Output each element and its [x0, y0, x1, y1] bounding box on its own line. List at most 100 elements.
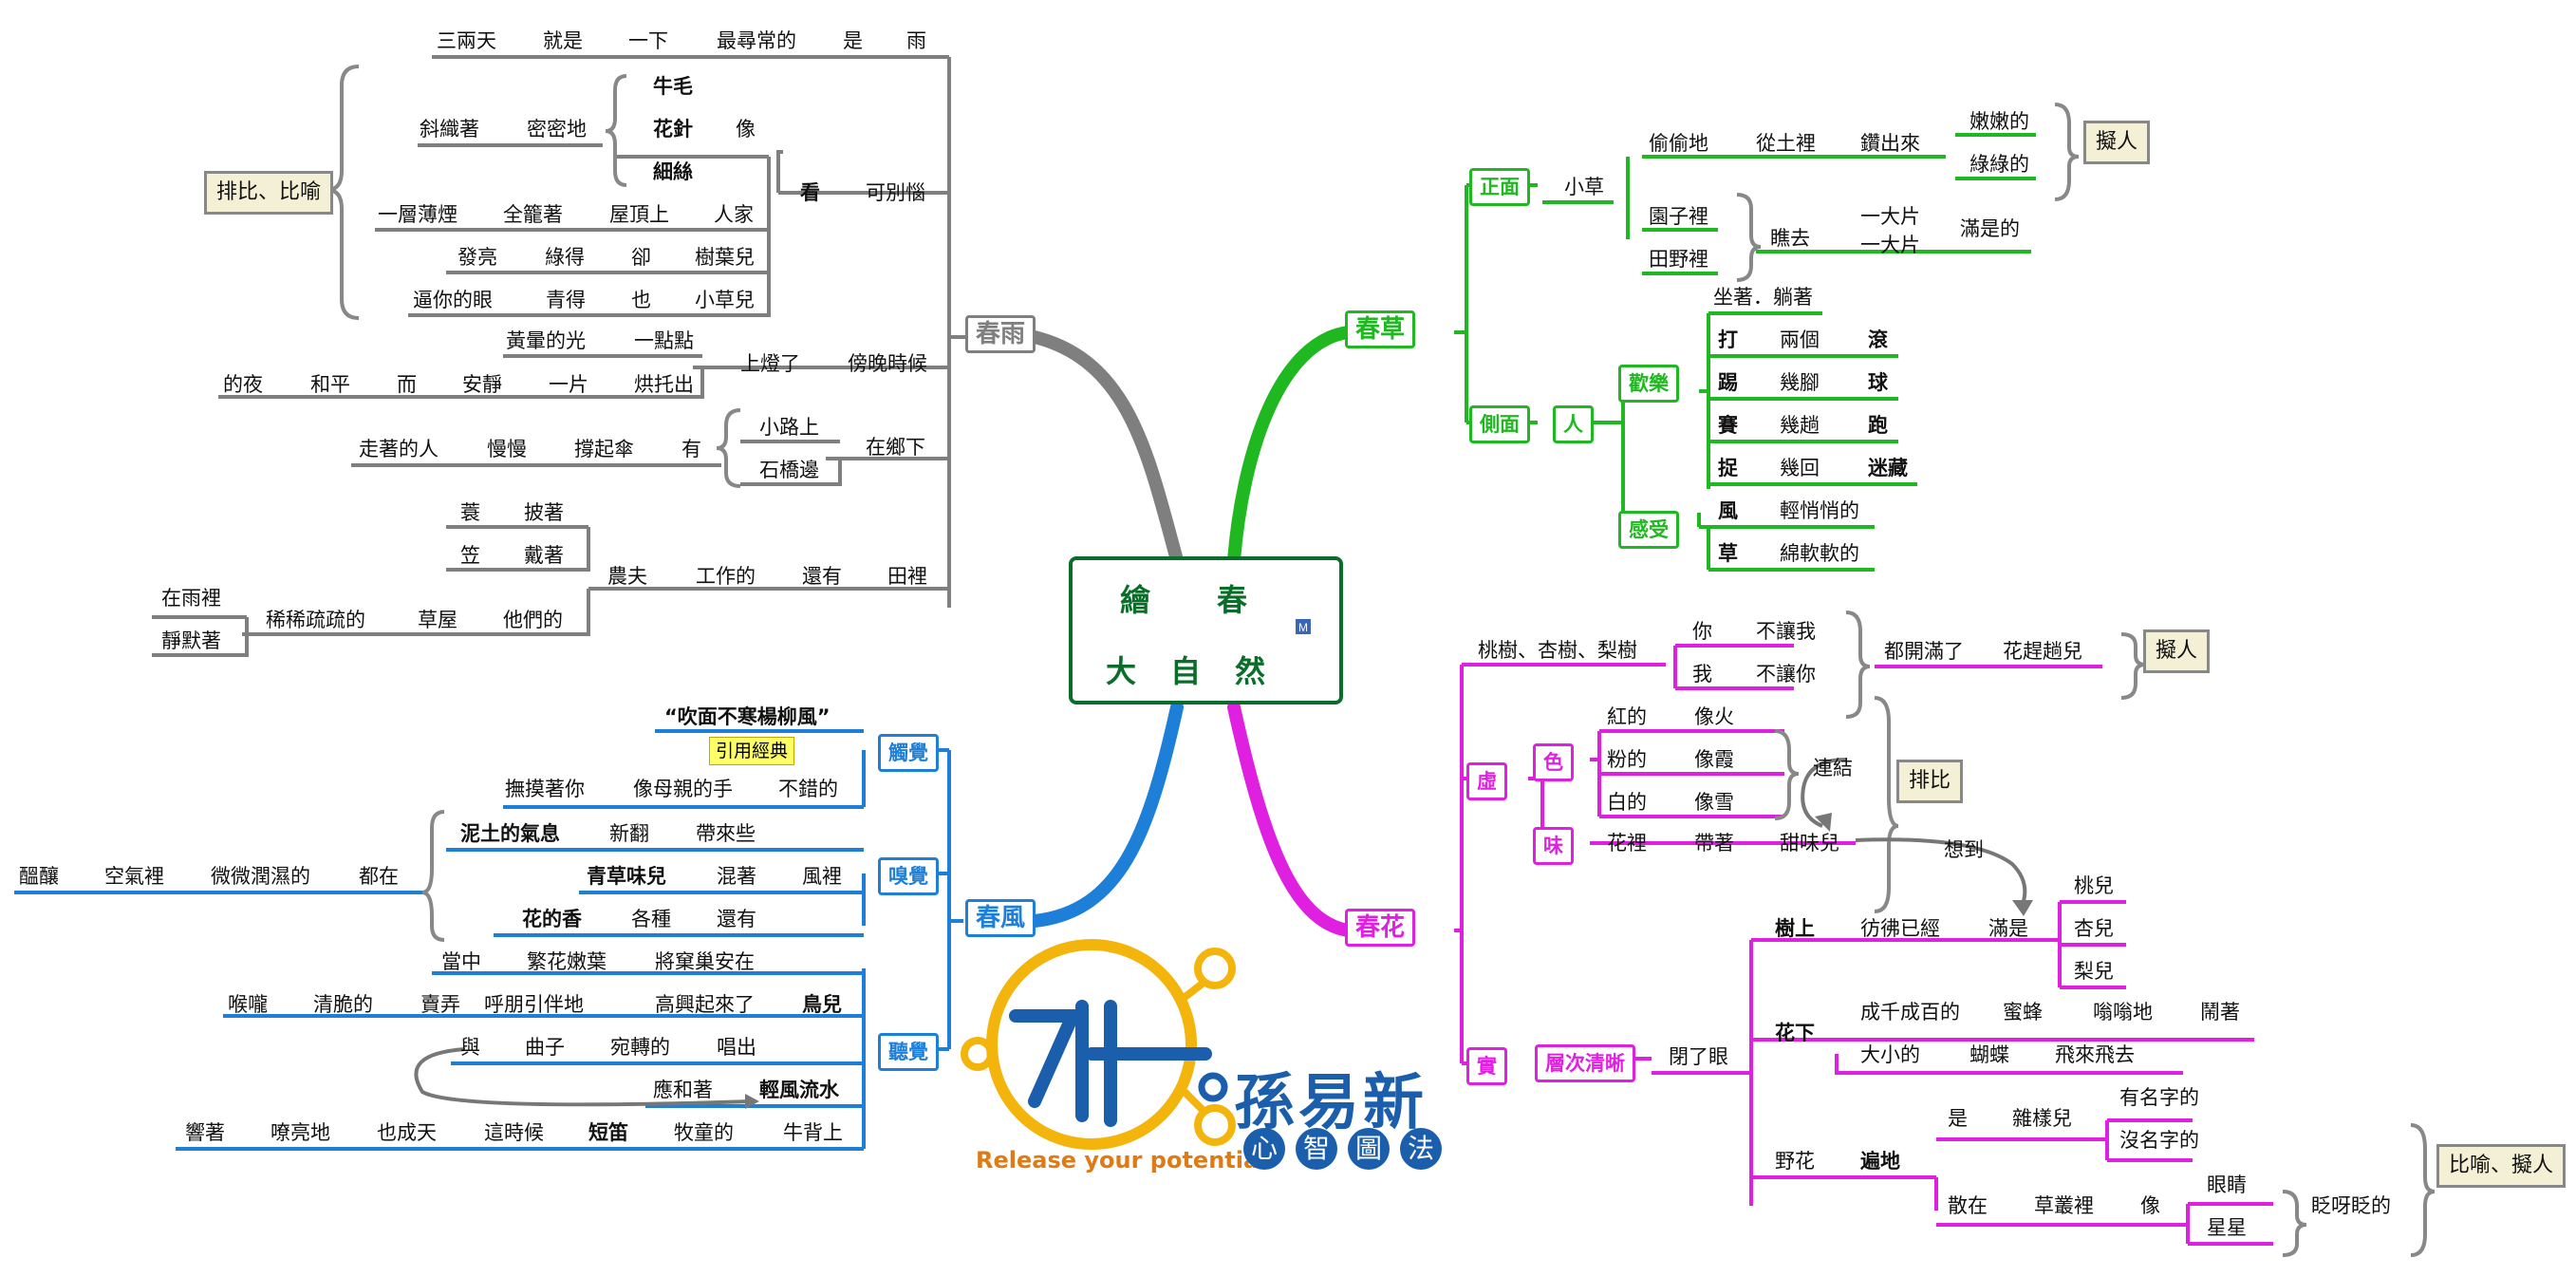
flower-color: 紅的 [1607, 705, 1647, 728]
flower-node: 沒名字的 [2119, 1129, 2199, 1152]
rain-node: 的夜 [223, 373, 263, 396]
rain-node: 田裡 [887, 565, 927, 588]
central-m-icon [1296, 619, 1311, 634]
wind-node: 各種 [631, 908, 671, 930]
central-box [1069, 556, 1343, 704]
grass-act: 球 [1868, 371, 1888, 394]
svg-text:M: M [1298, 621, 1308, 634]
logo-name: 孫易新 [1234, 1068, 1428, 1138]
grass-node: 草 [1718, 542, 1738, 565]
flower-node: 杏兒 [2074, 917, 2114, 940]
wind-node: 混著 [717, 865, 756, 888]
grass-act: 捉 [1718, 457, 1738, 479]
wind-node: 賣弄 [420, 993, 460, 1016]
flower-node: 花趕趟兒 [2003, 640, 2082, 663]
wind-node: 泥土的氣息 [460, 822, 560, 845]
branch-grass[interactable]: 春草 [1345, 310, 1416, 348]
wind-node: 嘹亮地 [271, 1121, 330, 1144]
branch-rain[interactable]: 春雨 [965, 315, 1036, 353]
rain-node: 一點點 [634, 329, 694, 352]
flower-node: 雜樣兒 [2012, 1107, 2072, 1130]
logo-char: 心 [1243, 1128, 1285, 1170]
wind-hear: 聽覺 [878, 1033, 939, 1071]
rain-node: 斜織著 [420, 118, 479, 141]
note-metaphor-personify: 比喻、擬人 [2436, 1144, 2567, 1188]
wind-node: 醞釀 [19, 865, 59, 888]
wind-node: 像母親的手 [633, 778, 733, 800]
flower-color: 像雪 [1694, 791, 1734, 814]
rain-node: 逼你的眼 [413, 289, 493, 311]
branch-wind[interactable]: 春風 [965, 899, 1036, 937]
rain-node: 樹葉兒 [695, 246, 755, 269]
connector-arrow-link [1801, 758, 1847, 828]
flower-node: 都開滿了 [1884, 640, 1964, 663]
flower-node: 花裡 [1607, 832, 1647, 854]
flower-node: 滿是 [1988, 917, 2028, 940]
grass-feel: 感受 [1618, 511, 1679, 549]
flower-node: 我 [1692, 663, 1712, 685]
rain-node: 在雨裡 [161, 587, 221, 610]
grass-node: 坐著．躺著 [1713, 286, 1813, 309]
rain-node: 最尋常的 [717, 29, 796, 52]
rain-node: 就是 [543, 29, 583, 52]
rain-node: 黃暈的光 [506, 329, 586, 352]
wind-node: 不錯的 [778, 778, 838, 800]
rain-node: 和平 [310, 373, 350, 396]
rain-node: 牛毛 [653, 75, 693, 98]
wind-node: 撫摸著你 [505, 778, 585, 800]
rain-node: 細絲 [653, 160, 693, 183]
flower-shi: 實 [1466, 1047, 1507, 1085]
flower-color: 白的 [1607, 791, 1647, 814]
wind-node: 應和著 [653, 1079, 713, 1101]
rain-node: 看 [800, 181, 820, 204]
grass-node: 一大片 [1860, 234, 1920, 256]
branch-flower[interactable]: 春花 [1345, 909, 1416, 947]
grass-act: 踢 [1718, 371, 1738, 394]
branch-curve-flower [1227, 701, 1354, 937]
grass-act: 幾腳 [1780, 371, 1820, 394]
branch-curve-grass [1227, 326, 1354, 567]
flower-wei: 味 [1533, 827, 1574, 865]
flower-node: 樹上 [1775, 917, 1815, 940]
grass-node: 從土裡 [1756, 132, 1816, 155]
note-parallel: 排比 [1896, 760, 1964, 803]
flower-node: 有名字的 [2119, 1086, 2199, 1109]
wind-node: 清脆的 [313, 993, 373, 1016]
wind-node: 都在 [359, 865, 399, 888]
grass-act: 滾 [1868, 329, 1888, 351]
wind-node: 繁花嫩葉 [527, 950, 607, 973]
note-personify-flower: 擬人 [2143, 629, 2211, 673]
rain-node: 烘托出 [634, 373, 694, 396]
wind-node: 短笛 [588, 1121, 628, 1144]
rain-node: 屋頂上 [609, 203, 669, 226]
rain-node: 草屋 [418, 609, 457, 631]
flower-node: 鬧著 [2200, 1001, 2240, 1023]
rain-node: 雨 [906, 29, 926, 52]
wind-node: 響著 [185, 1121, 225, 1144]
rain-node: 卻 [631, 246, 651, 269]
grass-act: 迷藏 [1868, 457, 1908, 479]
flower-color: 粉的 [1607, 748, 1647, 771]
grass-node: 瞧去 [1770, 227, 1810, 250]
rain-node: 工作的 [696, 565, 756, 588]
rain-node: 一片 [549, 373, 588, 396]
grass-node: 園子裡 [1649, 205, 1708, 228]
wind-node: 微微潤濕的 [211, 865, 310, 888]
grass-node: 鑽出來 [1860, 132, 1920, 155]
rain-node: 青得 [546, 289, 586, 311]
rain-node: 撐起傘 [574, 438, 634, 460]
wind-node: 這時候 [484, 1121, 544, 1144]
logo-char: 智 [1296, 1128, 1337, 1170]
flower-node: 你 [1692, 620, 1712, 643]
flower-node: 像 [2140, 1194, 2160, 1217]
branch-curve-rain [1028, 330, 1184, 567]
wind-node: 與 [460, 1036, 480, 1059]
rain-node: 小路上 [759, 416, 819, 439]
flower-node: 閉了眼 [1669, 1045, 1728, 1068]
grass-side: 側面 [1469, 405, 1530, 443]
rain-node: 人家 [714, 203, 754, 226]
wind-node: 花的香 [522, 908, 582, 930]
rain-node: 三兩天 [437, 29, 496, 52]
wind-node: 帶來些 [696, 822, 756, 845]
